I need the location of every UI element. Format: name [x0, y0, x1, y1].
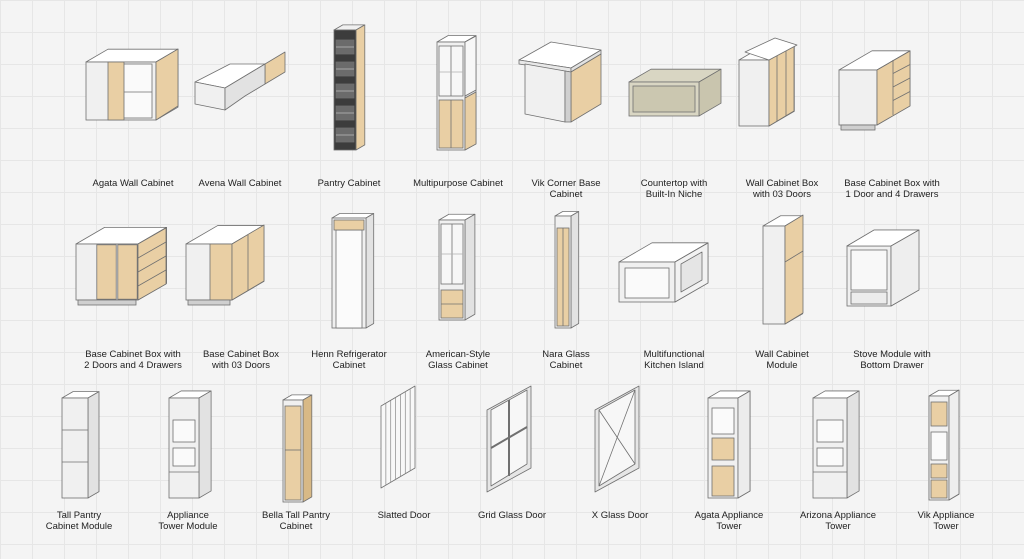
- appliance-tower-module-icon: [168, 390, 212, 499]
- arizona-appliance-tower-icon: [812, 390, 860, 499]
- catalog-item-label: X Glass Door: [591, 510, 649, 521]
- base-cabinet-box-3-doors-icon: [185, 224, 265, 306]
- catalog-item[interactable]: Base Cabinet Box with 2 Doors and 4 Draw…: [75, 200, 188, 373]
- catalog-item-label: Avena Wall Cabinet: [198, 178, 282, 189]
- kitchen-island-icon: [618, 242, 709, 303]
- catalog-item[interactable]: Multifunctional Kitchen Island: [618, 200, 729, 373]
- catalog-item[interactable]: Pantry Cabinet: [294, 20, 404, 202]
- catalog-item[interactable]: Grid Glass Door: [457, 372, 567, 534]
- catalog-item-label: Nara Glass Cabinet: [542, 349, 590, 371]
- catalog-item[interactable]: Agata Appliance Tower: [674, 372, 784, 534]
- stove-module-icon: [846, 229, 920, 307]
- catalog-item[interactable]: Agata Wall Cabinet: [78, 20, 188, 202]
- catalog-item[interactable]: Nara Glass Cabinet: [511, 200, 621, 373]
- catalog-item-label: Base Cabinet Box with 2 Doors and 4 Draw…: [84, 349, 182, 371]
- catalog-item-label: Base Cabinet Box with 1 Door and 4 Drawe…: [844, 178, 940, 200]
- grid-glass-door-icon: [486, 385, 532, 493]
- avena-wall-cabinet-icon: [194, 51, 286, 111]
- catalog-item-label: Countertop with Built-In Niche: [640, 178, 708, 200]
- catalog-item-label: Base Cabinet Box with 03 Doors: [202, 349, 280, 371]
- catalog-item-label: Grid Glass Door: [477, 510, 547, 521]
- catalog-item-label: Vik Appliance Tower: [917, 510, 975, 532]
- tall-pantry-module-icon: [61, 391, 100, 499]
- catalog-item[interactable]: Avena Wall Cabinet: [185, 20, 295, 202]
- catalog-item-label: Arizona Appliance Tower: [799, 510, 877, 532]
- catalog-item-label: Agata Appliance Tower: [694, 510, 764, 532]
- base-cabinet-2-doors-4-drawers-icon: [75, 226, 167, 306]
- vik-corner-base-cabinet-icon: [518, 41, 602, 123]
- catalog-item-label: Slatted Door: [377, 510, 431, 521]
- wall-cabinet-box-3-doors-icon: [738, 37, 798, 127]
- catalog-item[interactable]: X Glass Door: [565, 372, 675, 534]
- catalog-item-label: Multipurpose Cabinet: [413, 178, 503, 189]
- catalog-item[interactable]: Base Cabinet Box with 03 Doors: [185, 200, 296, 373]
- catalog-item[interactable]: Stove Module with Bottom Drawer: [837, 200, 947, 373]
- catalog-item-label: Pantry Cabinet: [317, 178, 381, 189]
- catalog-item[interactable]: Bella Tall Pantry Cabinet: [241, 372, 351, 534]
- bella-tall-pantry-icon: [282, 394, 313, 503]
- catalog-item-label: Vik Corner Base Cabinet: [531, 178, 601, 200]
- slatted-door-icon: [380, 385, 416, 489]
- base-cabinet-1-door-4-drawers-icon: [838, 50, 911, 131]
- catalog-item[interactable]: Multipurpose Cabinet: [403, 20, 513, 202]
- catalog-item-label: Henn Refrigerator Cabinet: [311, 349, 387, 371]
- agata-appliance-tower-icon: [707, 390, 751, 499]
- catalog-item[interactable]: Countertop with Built-In Niche: [619, 20, 729, 202]
- multipurpose-cabinet-icon: [436, 35, 477, 151]
- catalog-item-label: Appliance Tower Module: [158, 510, 218, 532]
- wall-cabinet-module-icon: [762, 214, 804, 325]
- catalog-item[interactable]: Tall Pantry Cabinet Module: [24, 372, 134, 534]
- american-style-glass-cabinet-icon: [438, 213, 476, 321]
- catalog-item-label: Bella Tall Pantry Cabinet: [262, 510, 330, 532]
- catalog-item-label: Stove Module with Bottom Drawer: [853, 349, 931, 371]
- catalog-item[interactable]: Appliance Tower Module: [133, 372, 243, 534]
- catalog-item[interactable]: Wall Cabinet Box with 03 Doors: [727, 20, 837, 202]
- catalog-item[interactable]: Wall Cabinet Module: [727, 200, 837, 373]
- catalog-item[interactable]: Base Cabinet Box with 1 Door and 4 Drawe…: [837, 20, 947, 202]
- countertop-niche-icon: [628, 68, 722, 117]
- catalog-item-label: Multifunctional Kitchen Island: [643, 349, 705, 371]
- pantry-cabinet-icon: [333, 24, 366, 151]
- catalog-item-label: Agata Wall Cabinet: [92, 178, 174, 189]
- catalog-item[interactable]: Vik Appliance Tower: [891, 372, 1001, 534]
- catalog-item[interactable]: Henn Refrigerator Cabinet: [294, 200, 404, 373]
- agata-wall-cabinet-icon: [85, 48, 179, 121]
- catalog-item[interactable]: Arizona Appliance Tower: [783, 372, 893, 534]
- catalog-item[interactable]: Slatted Door: [349, 372, 459, 534]
- catalog-item-label: American-Style Glass Cabinet: [425, 349, 491, 371]
- x-glass-door-icon: [594, 385, 640, 493]
- nara-glass-cabinet-icon: [554, 211, 580, 329]
- catalog-item-label: Wall Cabinet Box with 03 Doors: [745, 178, 819, 200]
- catalog-item[interactable]: American-Style Glass Cabinet: [403, 200, 513, 373]
- catalog-item-label: Tall Pantry Cabinet Module: [45, 510, 113, 532]
- henn-refrigerator-cabinet-icon: [331, 213, 375, 329]
- catalog-item[interactable]: Vik Corner Base Cabinet: [511, 20, 621, 202]
- vik-appliance-tower-icon: [928, 389, 960, 501]
- catalog-item-label: Wall Cabinet Module: [755, 349, 809, 371]
